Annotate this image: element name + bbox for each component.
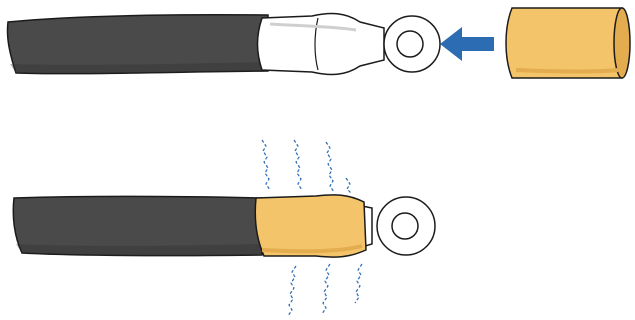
heat-shrink-tube-icon bbox=[505, 7, 631, 79]
ring-terminal-icon bbox=[351, 196, 436, 256]
ring-terminal-icon bbox=[256, 12, 441, 76]
insulated-cable-icon bbox=[12, 195, 263, 257]
heat-wave-icon bbox=[261, 139, 352, 194]
left-arrow-icon bbox=[440, 27, 494, 61]
heat-wave-icon bbox=[287, 263, 363, 317]
step-2-after-shrinking bbox=[12, 139, 436, 317]
insulated-cable-icon bbox=[6, 14, 269, 75]
step-1-before-shrinking bbox=[6, 7, 631, 79]
shrunk-heat-shrink-tube-icon bbox=[254, 194, 367, 258]
